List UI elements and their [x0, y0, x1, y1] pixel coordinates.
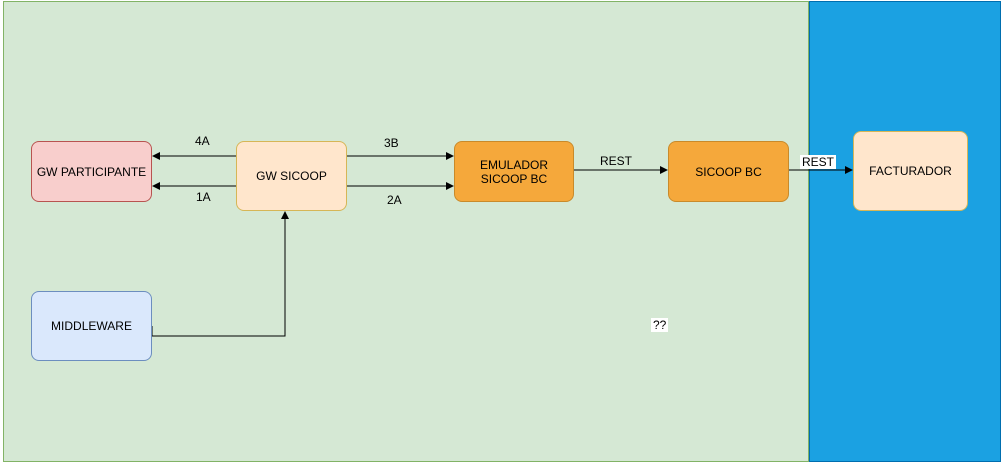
gw-participante-label: GW PARTICIPANTE: [36, 164, 147, 179]
emulador-sicoop-bc-node[interactable]: EMULADOR SICOOP BC: [454, 141, 574, 202]
edge-label-4a: 4A: [195, 134, 210, 148]
edge-label-2a: 2A: [387, 193, 402, 207]
gw-sicoop-node[interactable]: GW SICOOP: [236, 141, 347, 211]
edge-middleware: [151, 211, 289, 337]
emulador-label-line2: SICOOP BC: [480, 171, 548, 186]
sicoop-bc-node[interactable]: SICOOP BC: [668, 141, 789, 202]
sicoop-bc-label: SICOOP BC: [695, 164, 762, 179]
gw-sicoop-label: GW SICOOP: [256, 169, 327, 183]
blue-zone: [809, 1, 1001, 462]
question-annotation: ??: [651, 318, 669, 332]
middleware-node[interactable]: MIDDLEWARE: [31, 291, 152, 361]
green-zone: [3, 1, 809, 462]
edge-label-3b: 3B: [384, 136, 399, 150]
facturador-node[interactable]: FACTURADOR: [853, 131, 968, 211]
edge-label-1a: 1A: [196, 190, 211, 204]
emulador-label: EMULADOR SICOOP BC: [480, 158, 548, 186]
edge-label-rest-2: REST: [800, 155, 837, 169]
emulador-label-line1: EMULADOR: [479, 157, 548, 172]
gw-participante-node[interactable]: GW PARTICIPANTE: [31, 141, 152, 202]
middleware-label: MIDDLEWARE: [51, 319, 132, 333]
edge-label-rest-1: REST: [600, 154, 633, 168]
facturador-label: FACTURADOR: [869, 164, 952, 178]
